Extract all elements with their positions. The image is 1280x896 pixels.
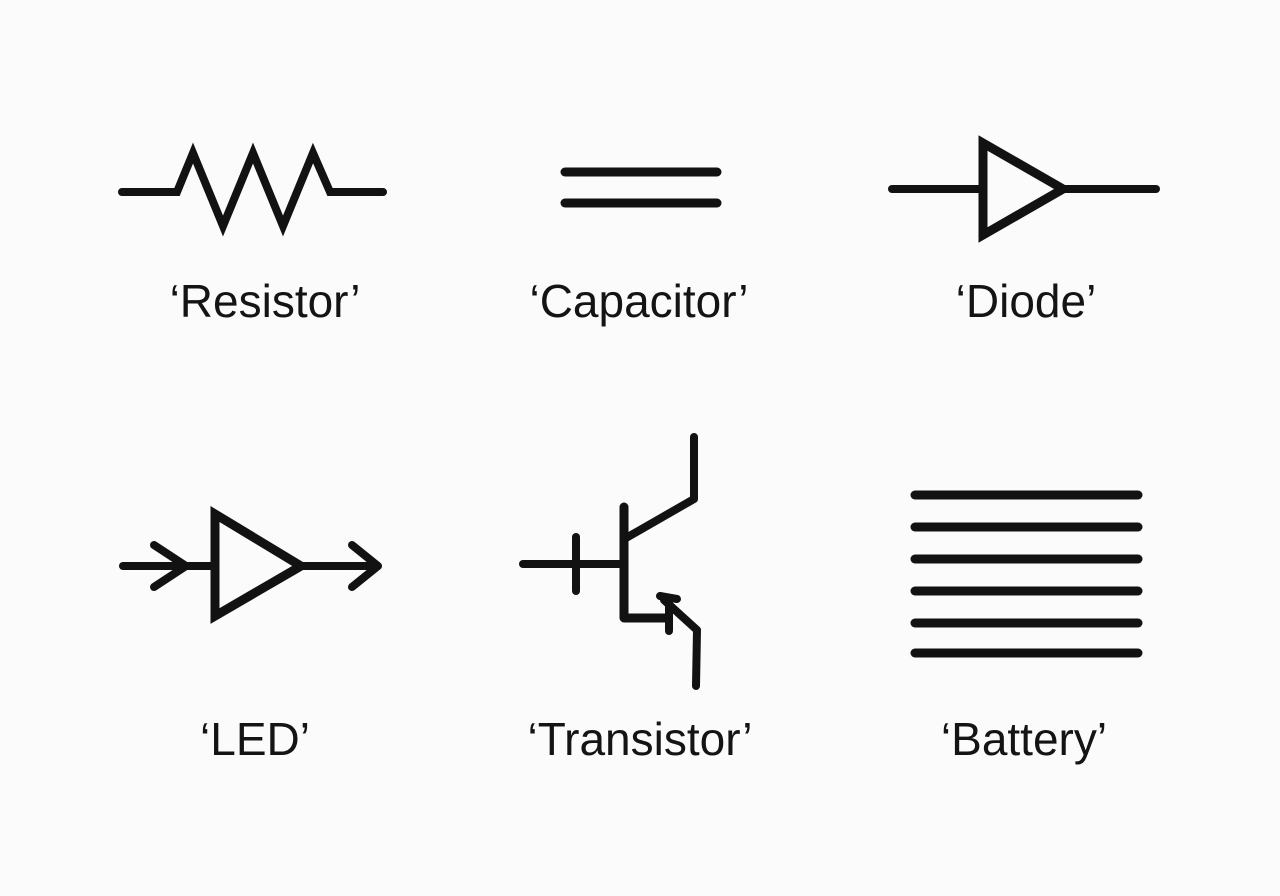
transistor-icon	[519, 433, 701, 690]
battery-icon	[910, 490, 1143, 658]
diode-icon	[888, 135, 1160, 243]
led-icon	[119, 506, 382, 624]
capacitor-icon	[560, 167, 722, 208]
capacitor-label: ‘Capacitor’	[529, 275, 749, 327]
diode-label: ‘Diode’	[955, 275, 1097, 327]
battery-label: ‘Battery’	[940, 713, 1108, 765]
resistor-icon	[118, 142, 387, 237]
led-label: ‘LED’	[200, 713, 310, 765]
transistor-label: ‘Transistor’	[527, 713, 753, 765]
resistor-label: ‘Resistor’	[169, 275, 361, 327]
